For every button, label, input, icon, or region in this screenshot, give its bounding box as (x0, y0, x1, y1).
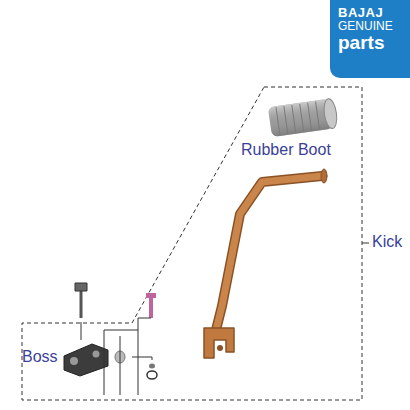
leader-line (362, 243, 369, 244)
brand-logo: BAJAJGENUINEparts (330, 0, 410, 78)
part-name: Kick (372, 233, 402, 251)
brand-text: parts (338, 33, 402, 54)
boss-assembly (64, 283, 157, 395)
brand-name: BAJAJ (338, 6, 402, 20)
rubber-boot (268, 98, 339, 137)
group-outline (22, 87, 362, 400)
part-name: Rubber Boot (241, 141, 331, 159)
kick-lever (204, 169, 327, 358)
part-name: Boss (22, 348, 58, 366)
brand-text: GENUINE (338, 20, 402, 33)
